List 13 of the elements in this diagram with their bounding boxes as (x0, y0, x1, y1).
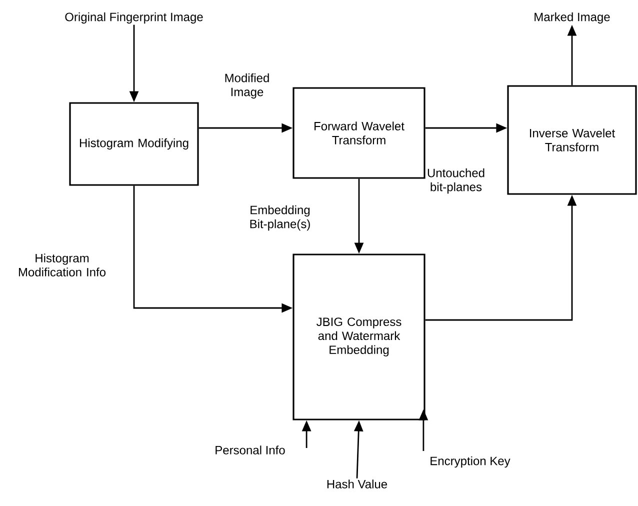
process-box: Forward Wavelet Transform (292, 87, 426, 179)
input-label: Original Fingerprint Image (65, 12, 203, 24)
edge-label: Embedding Bit-plane(s) (250, 205, 310, 231)
output-label: Marked Image (534, 12, 610, 24)
process-box: Histogram Modifying (69, 102, 199, 186)
input-label: Personal Info (216, 446, 285, 454)
process-box: Inverse Wavelet Transform (507, 85, 637, 195)
edge-label: Untouched bit-planes (428, 168, 484, 194)
input-label: Encryption Key (430, 456, 510, 468)
process-box: JBIG Compress and Watermark Embedding (292, 254, 426, 420)
edge-label: Histogram Modification Info (18, 254, 106, 276)
edge-label: Modified Image (225, 73, 269, 99)
input-label: Hash Value (327, 480, 388, 488)
